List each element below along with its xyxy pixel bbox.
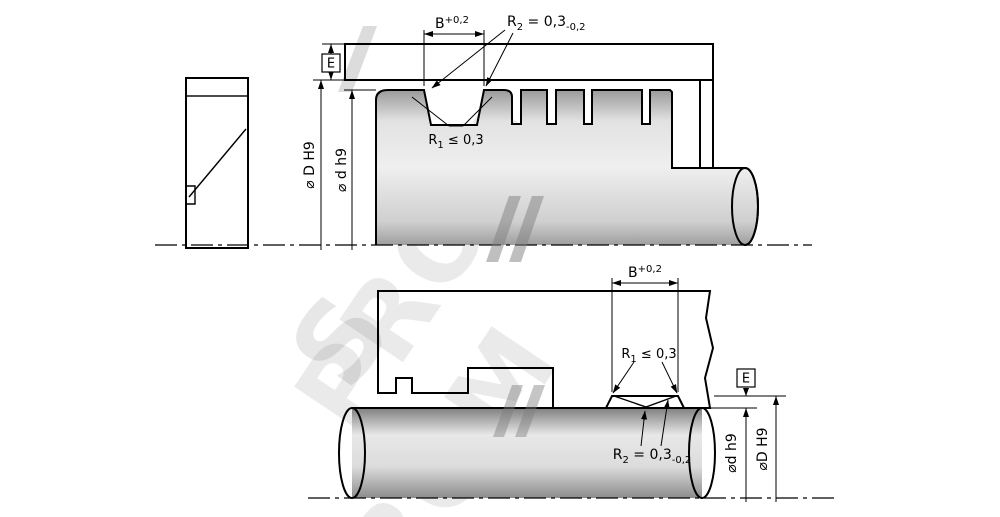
leader-line (640, 410, 648, 447)
watermark-overlay (486, 196, 545, 437)
funnel-line (462, 96, 493, 127)
leader-line (485, 32, 514, 87)
housing-bar (344, 43, 714, 81)
leader-line (660, 399, 670, 447)
arrowhead (743, 388, 749, 396)
watermark-mark (509, 196, 544, 262)
top-view: B+0,2 R2 = 0,3-0,2 R1 ≤ 0,3 E ⌀ D (155, 14, 812, 250)
arrowhead (349, 90, 355, 99)
dim-b-bottom-label: B+0,2 (628, 264, 662, 281)
dia-d-label-bottom: ⌀d h9 (724, 433, 740, 473)
dim-diameters-bottom: ⌀d h9 ⌀D H9 (724, 396, 779, 502)
r1-callout-bottom: R1 ≤ 0,3 (612, 347, 678, 394)
seal-notch (186, 185, 196, 205)
watermark-mark (486, 196, 521, 262)
dia-D-label-top: ⌀ D H9 (302, 141, 318, 189)
dim-b-top: B+0,2 (423, 15, 485, 86)
dia-d-label-top: ⌀ d h9 (334, 148, 350, 192)
dim-e-top: E (313, 43, 345, 81)
arrowhead (328, 44, 334, 53)
housing-leg (699, 79, 714, 169)
bottom-view: B+0,2 R1 ≤ 0,3 R2 = 0,3-0,2 E (308, 264, 836, 502)
arrowhead (318, 80, 324, 89)
dim-b-bottom: B+0,2 (611, 264, 679, 392)
leader-line (431, 29, 506, 89)
seal-tip (613, 395, 677, 408)
dia-D-label-bottom: ⌀D H9 (755, 427, 771, 470)
e-box (736, 368, 756, 388)
arrowhead (475, 31, 484, 37)
dim-diameters-top: ⌀ D H9 ⌀ d h9 (302, 80, 376, 250)
r1-label-top: R1 ≤ 0,3 (428, 133, 483, 151)
arrowhead (669, 280, 678, 286)
r2-callout-top: R2 = 0,3-0,2 (431, 14, 586, 89)
arrowhead (773, 396, 779, 405)
e-label-bottom: E (742, 372, 750, 387)
e-label-top: E (327, 57, 335, 72)
watermark-mark (338, 26, 377, 92)
r2-label-bottom: R2 = 0,3-0,2 (613, 447, 692, 466)
seal-fabric-band (185, 77, 249, 97)
r2-callout-bottom: R2 = 0,3-0,2 (613, 399, 692, 466)
leader-line (612, 361, 635, 394)
funnel-line (411, 96, 450, 127)
seal-split-line (188, 128, 247, 198)
arrowhead (328, 71, 334, 80)
seal-cross-section (185, 77, 249, 249)
dim-b-top-label: B+0,2 (435, 15, 469, 32)
dim-e-bottom: E (708, 368, 786, 409)
r1-label-bottom: R1 ≤ 0,3 (621, 347, 676, 365)
housing-block (377, 290, 715, 409)
leader-line (661, 361, 678, 394)
watermark-mark (515, 385, 545, 437)
e-box (321, 53, 341, 73)
shaft-profile-fill (376, 90, 758, 245)
r2-label-top: R2 = 0,3-0,2 (507, 14, 586, 33)
groove-detail-lines (411, 96, 493, 127)
arrowhead (743, 408, 749, 417)
watermark-mark (493, 385, 523, 437)
arrowhead (612, 280, 621, 286)
arrowhead (424, 31, 433, 37)
